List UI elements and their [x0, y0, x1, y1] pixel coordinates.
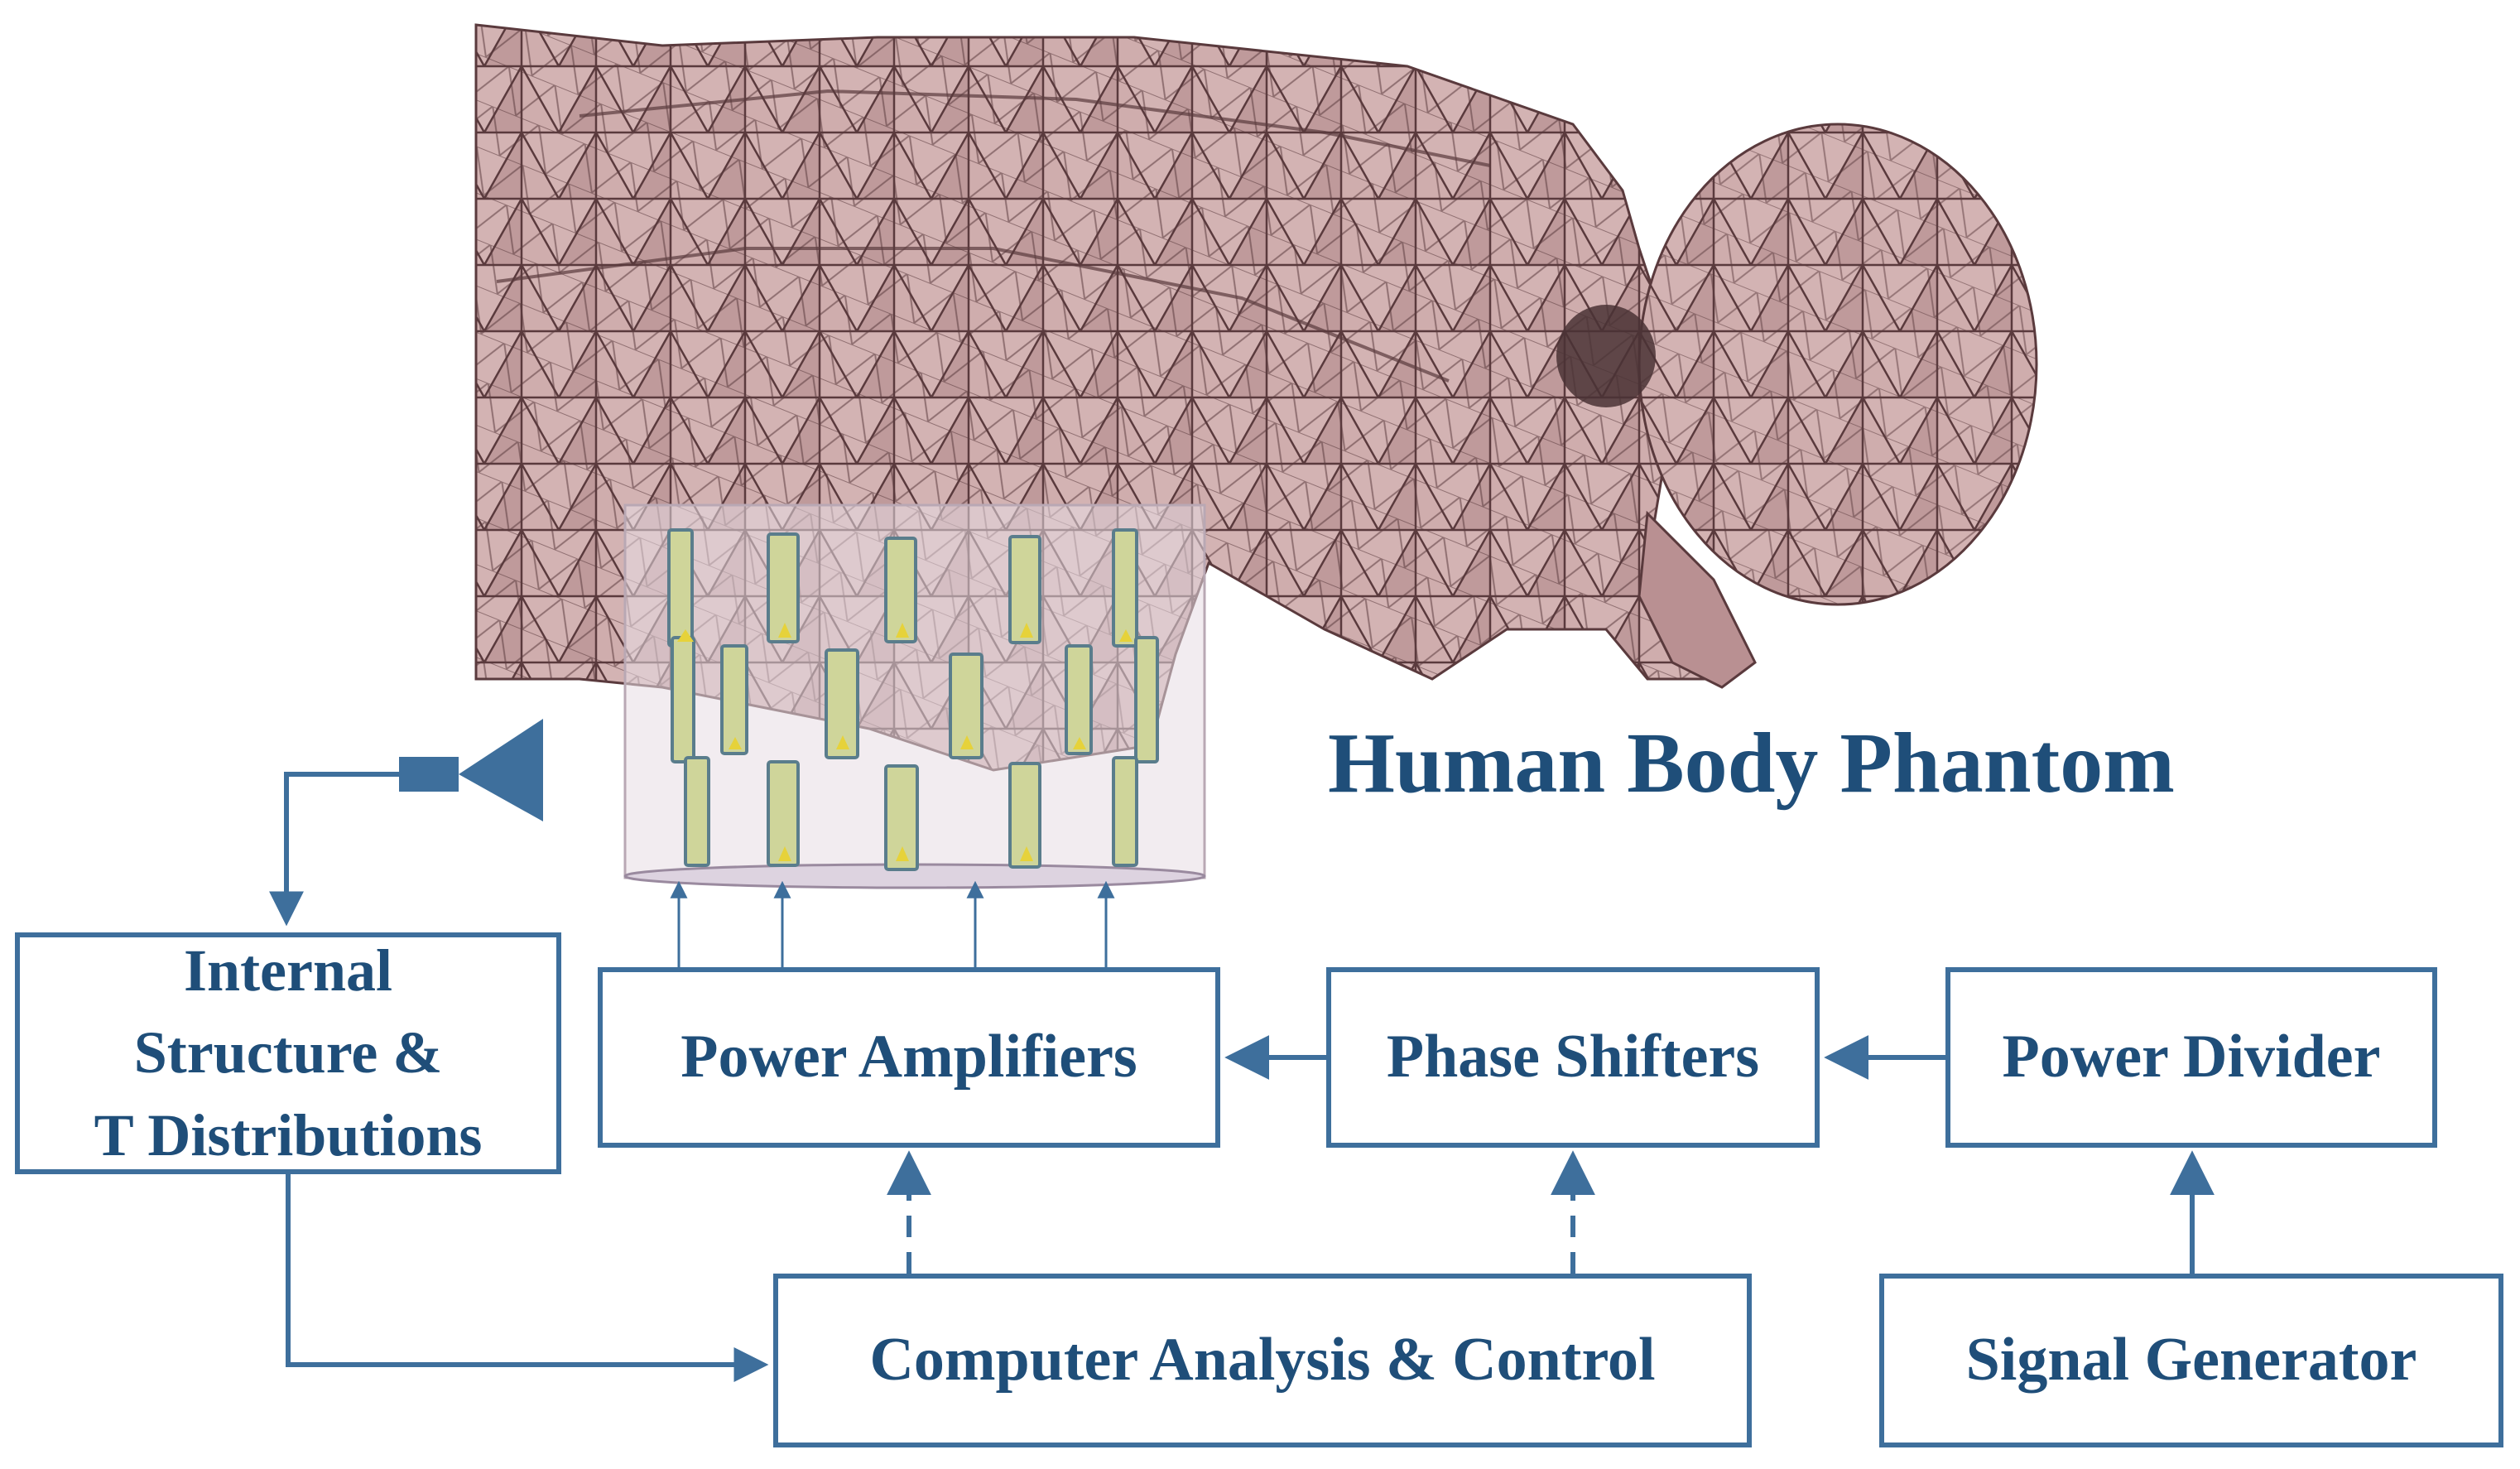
antenna-element	[1112, 756, 1138, 867]
antenna-element	[1112, 528, 1138, 648]
internal-structure-block: Internal Structure & T Distributions	[15, 932, 561, 1174]
internal-line-2: Structure &	[133, 1019, 443, 1086]
antenna-element	[720, 644, 748, 755]
phantom-title: Human Body Phantom	[1328, 715, 2175, 811]
antenna-element	[884, 764, 919, 871]
power-amplifiers-block: Power Amplifiers	[598, 967, 1220, 1148]
antenna-array	[623, 503, 1206, 889]
antenna-element	[767, 760, 800, 867]
antenna-element	[949, 653, 983, 759]
antenna-element	[767, 532, 800, 643]
sensor-horn-icon	[399, 719, 543, 821]
antenna-elements	[667, 528, 1159, 871]
power-divider-label: Power Divider	[2002, 1023, 2381, 1091]
ear-mesh	[1556, 305, 1656, 407]
antenna-element	[667, 528, 694, 648]
chin-mesh	[1638, 510, 1757, 689]
antenna-element	[825, 648, 859, 759]
signal-generator-block: Signal Generator	[1879, 1274, 2503, 1447]
antenna-element	[1008, 535, 1041, 644]
power-amplifiers-label: Power Amplifiers	[680, 1023, 1137, 1091]
antenna-element	[684, 756, 710, 867]
antenna-element	[1008, 762, 1041, 869]
connectors	[269, 772, 2215, 1382]
computer-control-block: Computer Analysis & Control	[773, 1274, 1752, 1447]
internal-line-3: T Distributions	[94, 1101, 483, 1168]
internal-line-1: Internal	[184, 937, 392, 1004]
antenna-element	[1065, 644, 1093, 755]
antenna-element	[671, 636, 695, 763]
connector-internal-to-computer	[286, 1174, 769, 1382]
signal-generator-label: Signal Generator	[1965, 1326, 2417, 1394]
antenna-element	[884, 537, 917, 643]
power-divider-block: Power Divider	[1945, 967, 2437, 1148]
phase-shifters-label: Phase Shifters	[1386, 1023, 1760, 1091]
phase-shifters-block: Phase Shifters	[1326, 967, 1820, 1148]
computer-control-label: Computer Analysis & Control	[869, 1326, 1656, 1394]
connector-sensor-to-internal	[269, 772, 399, 927]
antenna-element	[1134, 636, 1159, 763]
